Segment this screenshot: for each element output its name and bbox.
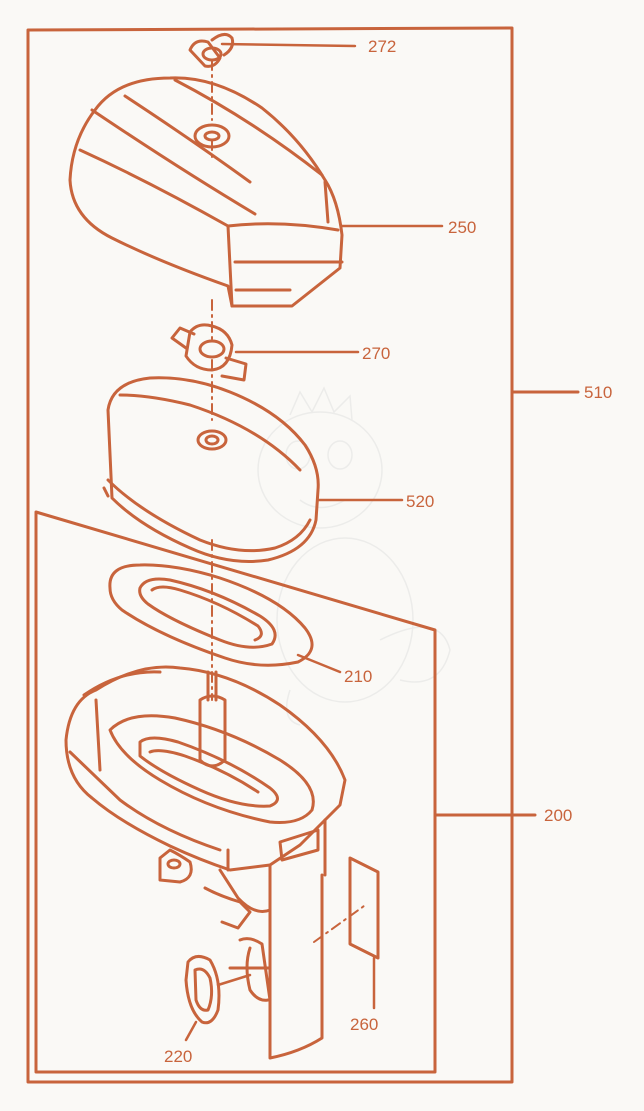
label-272: 272: [368, 37, 396, 56]
plate-icon: [348, 856, 380, 960]
leader-line-220: [184, 1020, 198, 1042]
leader-line-272: [220, 42, 357, 48]
label-210: 210: [344, 667, 372, 686]
reference-labels: 272 250 270 510 520 210 200 260 220: [164, 37, 612, 1066]
assembly-200-frame: [34, 510, 437, 1074]
wing-nut-icon: [188, 33, 235, 68]
label-220: 220: [164, 1047, 192, 1066]
assembly-510-frame: [26, 26, 514, 1084]
label-200: 200: [544, 806, 572, 825]
label-510: 510: [584, 383, 612, 402]
gasket-icon: [184, 955, 252, 1025]
leader-line-260: [313, 905, 365, 943]
label-270: 270: [362, 344, 390, 363]
watermark: [257, 386, 451, 726]
leader-line-210: [296, 653, 342, 674]
label-520: 520: [406, 492, 434, 511]
air-filter-base-icon: [64, 665, 347, 1060]
air-filter-cover-icon: [68, 76, 344, 308]
wing-nut-icon: [170, 323, 248, 382]
label-260: 260: [350, 1015, 378, 1034]
gasket-icon: [108, 563, 314, 667]
filter-element-icon: [102, 376, 320, 563]
label-250: 250: [448, 218, 476, 237]
drawing-lines: [26, 26, 580, 1084]
